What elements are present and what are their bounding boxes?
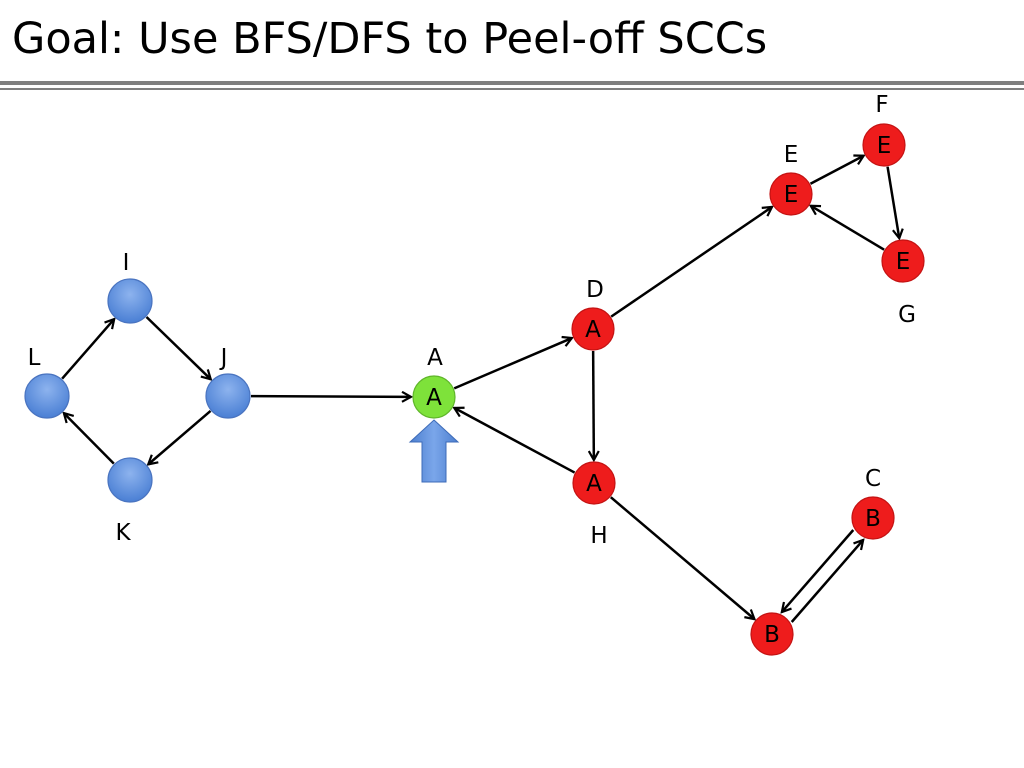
node-circle-g bbox=[881, 239, 925, 283]
node-label-j: J bbox=[219, 345, 228, 371]
title-bar: Goal: Use BFS/DFS to Peel-off SCCs bbox=[0, 0, 1024, 90]
node-root-letter-d: A bbox=[585, 317, 601, 343]
node-label-a: A bbox=[427, 345, 443, 371]
node-circle-d bbox=[571, 307, 615, 351]
node-root-letter-b: B bbox=[764, 622, 780, 648]
node-root-letter-g: E bbox=[896, 249, 911, 275]
node-root-letter-a: A bbox=[426, 385, 442, 411]
node-label-h: H bbox=[590, 523, 607, 549]
edge-h-to-b bbox=[609, 496, 755, 619]
node-circle-f bbox=[862, 123, 906, 167]
up-arrow-icon bbox=[408, 419, 460, 483]
node-root-letter-f: E bbox=[877, 133, 892, 159]
node-circle-l bbox=[24, 373, 70, 419]
node-circle-i bbox=[107, 278, 153, 324]
node-circle-h bbox=[572, 461, 616, 505]
node-label-c: C bbox=[865, 466, 881, 492]
edge-k-to-l bbox=[64, 413, 115, 465]
edge-g-to-e bbox=[811, 206, 885, 251]
node-label-g: G bbox=[898, 302, 916, 328]
edge-a-to-d bbox=[453, 338, 572, 390]
node-i: I bbox=[107, 250, 153, 324]
slide-title: Goal: Use BFS/DFS to Peel-off SCCs bbox=[12, 14, 768, 64]
edge-i-to-j bbox=[145, 316, 211, 379]
node-root-letter-h: A bbox=[586, 471, 602, 497]
node-label-l: L bbox=[28, 345, 41, 371]
node-circle-b bbox=[750, 612, 794, 656]
node-root-letter-c: B bbox=[865, 506, 881, 532]
edge-d-to-e bbox=[610, 207, 772, 318]
title-rule-thin bbox=[0, 88, 1024, 90]
node-circle-a bbox=[412, 375, 456, 419]
node-l: L bbox=[24, 345, 70, 419]
title-rule-thick bbox=[0, 81, 1024, 85]
node-circle-c bbox=[851, 496, 895, 540]
edge-j-to-k bbox=[148, 410, 212, 464]
pointer-layer bbox=[408, 419, 460, 483]
edge-d-to-h bbox=[593, 350, 594, 460]
node-circle-j bbox=[205, 373, 251, 419]
node-j: J bbox=[205, 345, 251, 419]
node-c: BC bbox=[851, 466, 895, 540]
node-h: AH bbox=[572, 461, 616, 549]
edge-h-to-a bbox=[454, 408, 576, 474]
node-circle-k bbox=[107, 457, 153, 503]
node-label-f: F bbox=[875, 92, 888, 118]
node-k: K bbox=[107, 457, 153, 546]
edge-c-to-b bbox=[782, 529, 855, 612]
node-label-e: E bbox=[784, 142, 799, 168]
node-circle-e bbox=[769, 172, 813, 216]
edge-f-to-g bbox=[886, 166, 900, 239]
node-root-letter-e: E bbox=[784, 182, 799, 208]
node-g: EG bbox=[881, 239, 925, 328]
node-label-k: K bbox=[115, 520, 131, 546]
node-b: B bbox=[750, 612, 794, 656]
node-f: EF bbox=[862, 92, 906, 167]
node-e: EE bbox=[769, 142, 813, 216]
node-label-i: I bbox=[123, 250, 130, 276]
edge-b-to-c bbox=[790, 540, 863, 623]
edge-l-to-i bbox=[61, 319, 114, 380]
node-label-d: D bbox=[586, 277, 604, 303]
node-a: AA bbox=[412, 345, 456, 419]
node-d: AD bbox=[571, 277, 615, 351]
edges-layer bbox=[61, 156, 900, 623]
edge-j-to-a bbox=[250, 396, 411, 397]
edge-e-to-f bbox=[809, 156, 863, 185]
